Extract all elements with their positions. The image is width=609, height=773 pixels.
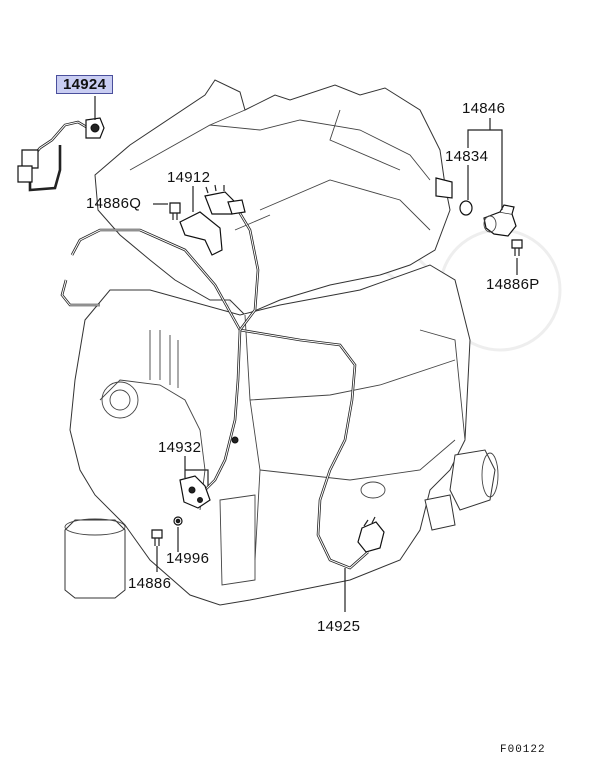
label-14886[interactable]: 14886 bbox=[128, 575, 172, 592]
label-14886p[interactable]: 14886P bbox=[486, 276, 540, 293]
part-14925-knock-sensor[interactable] bbox=[357, 516, 385, 553]
cam-port-fitting bbox=[435, 177, 453, 199]
part-14924-sensor-harness[interactable] bbox=[17, 117, 105, 192]
leader-lines bbox=[94, 96, 518, 612]
part-14846-cam-sensor[interactable] bbox=[483, 204, 517, 237]
part-14996-bolt[interactable] bbox=[173, 516, 183, 526]
part-14834-o-ring[interactable] bbox=[459, 200, 473, 216]
label-14996[interactable]: 14996 bbox=[166, 550, 210, 567]
label-14912[interactable]: 14912 bbox=[167, 169, 211, 186]
label-14932[interactable]: 14932 bbox=[158, 439, 202, 456]
bolt-14886p[interactable] bbox=[511, 239, 523, 256]
label-14846[interactable]: 14846 bbox=[462, 100, 506, 117]
wiring-harness bbox=[60, 209, 369, 570]
label-14886q[interactable]: 14886Q bbox=[86, 195, 142, 212]
part-14912-sensor[interactable] bbox=[179, 184, 246, 256]
engine-block bbox=[64, 79, 499, 606]
part-14932-sensor[interactable] bbox=[179, 475, 211, 509]
figure-code: F00122 bbox=[500, 744, 546, 756]
label-14834[interactable]: 14834 bbox=[445, 148, 489, 165]
bolt-14886[interactable] bbox=[151, 529, 163, 546]
label-14924[interactable]: 14924 bbox=[56, 75, 114, 94]
label-14925[interactable]: 14925 bbox=[317, 618, 361, 635]
bolt-14886q[interactable] bbox=[169, 202, 181, 220]
